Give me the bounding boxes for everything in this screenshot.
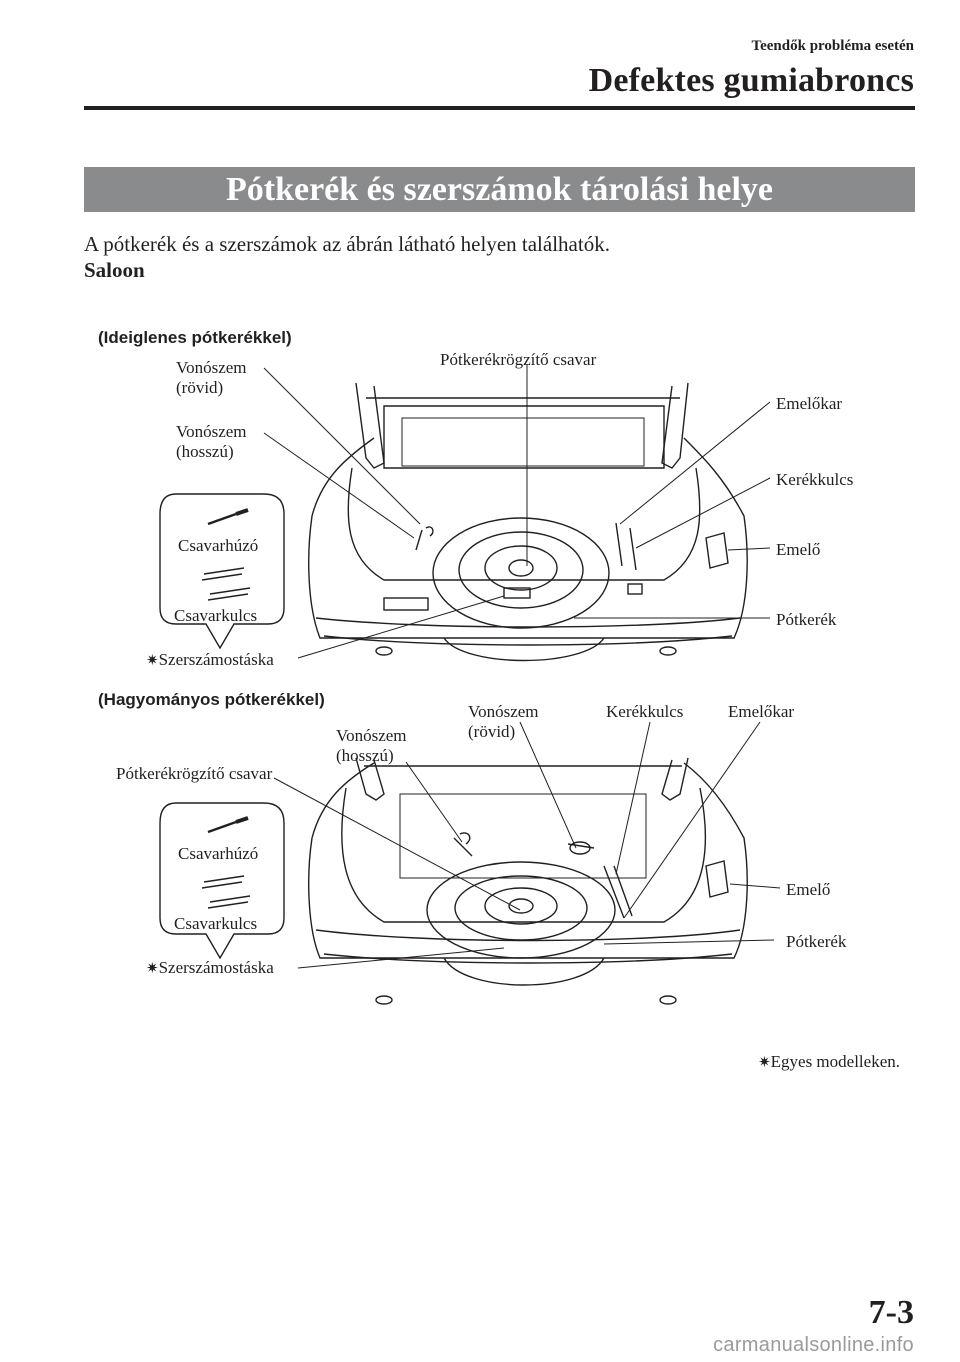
figure1-label-jack-handle: Emelőkar	[776, 394, 843, 413]
figure1-label-spare: Pótkerék	[776, 610, 837, 629]
figure1-label-screwdriver: Csavarhúzó	[178, 536, 259, 555]
figure2-label-tow-long: Vonószem (hosszú)	[336, 726, 407, 765]
figure1-label-lug-wrench: Kerékkulcs	[776, 470, 854, 489]
tool-inset-1	[159, 493, 285, 650]
figure1-label-tool-bag-text: Szerszámostáska	[158, 650, 274, 669]
figure2-label-screwdriver: Csavarhúzó	[178, 844, 259, 863]
footnote-text: Egyes modelleken.	[770, 1052, 900, 1071]
figure2-label-jack-handle: Emelőkar	[728, 702, 795, 721]
running-header-section: Teendők probléma esetén	[751, 38, 914, 54]
leader-lines-1	[263, 364, 771, 659]
figure2-label-tool-bag: ✷Szerszámostáska	[146, 958, 274, 979]
subheading-saloon: Saloon	[84, 258, 145, 282]
figure2-label-spare: Pótkerék	[786, 932, 847, 951]
trunk-drawing-2	[308, 757, 748, 1005]
watermark: carmanualsonline.info	[713, 1334, 914, 1356]
figure1-label-lug-bolt: Pótkerékrögzítő csavar	[440, 350, 597, 369]
figure1-label-tool-bag: ✷Szerszámostáska	[146, 650, 274, 671]
figure1-label-jack: Emelő	[776, 540, 821, 559]
asterisk-marker: ✷	[146, 653, 159, 669]
figure2-label-lug-bolt: Pótkerékrögzítő csavar	[116, 764, 273, 783]
trunk-drawing-1	[308, 382, 748, 662]
footnote: ✷Egyes modelleken.	[758, 1052, 900, 1072]
section-banner: Pótkerék és szerszámok tárolási helye	[84, 167, 915, 212]
figure2-label-jack: Emelő	[786, 880, 831, 899]
figure2-label-spanner: Csavarkulcs	[174, 914, 258, 933]
trunk-illustrations	[159, 364, 781, 1005]
running-header-title: Defektes gumiabroncs	[588, 62, 914, 99]
figure2-label-tow-short: Vonószem (rövid)	[468, 702, 539, 741]
intro-text: A pótkerék és a szerszámok az ábrán láth…	[84, 232, 610, 256]
page-number: 7-3	[868, 1294, 914, 1331]
figure1-caption: (Ideiglenes pótkerékkel)	[98, 328, 292, 347]
tool-inset-2	[159, 802, 285, 960]
asterisk-marker: ✷	[758, 1055, 771, 1071]
trunk-figures: (Ideiglenes pótkerékkel) Vonószem (rövid…	[84, 318, 915, 1086]
figure2-caption: (Hagyományos pótkerékkel)	[98, 690, 325, 709]
figure2-label-lug-wrench: Kerékkulcs	[606, 702, 684, 721]
leader-lines-2	[273, 721, 781, 969]
asterisk-marker: ✷	[146, 961, 159, 977]
figure2-label-tool-bag-text: Szerszámostáska	[158, 958, 274, 977]
figure1-label-spanner: Csavarkulcs	[174, 606, 258, 625]
figure1-label-tow-long: Vonószem (hosszú)	[176, 422, 247, 461]
figure1-label-tow-short: Vonószem (rövid)	[176, 358, 247, 397]
header-rule	[84, 106, 915, 110]
